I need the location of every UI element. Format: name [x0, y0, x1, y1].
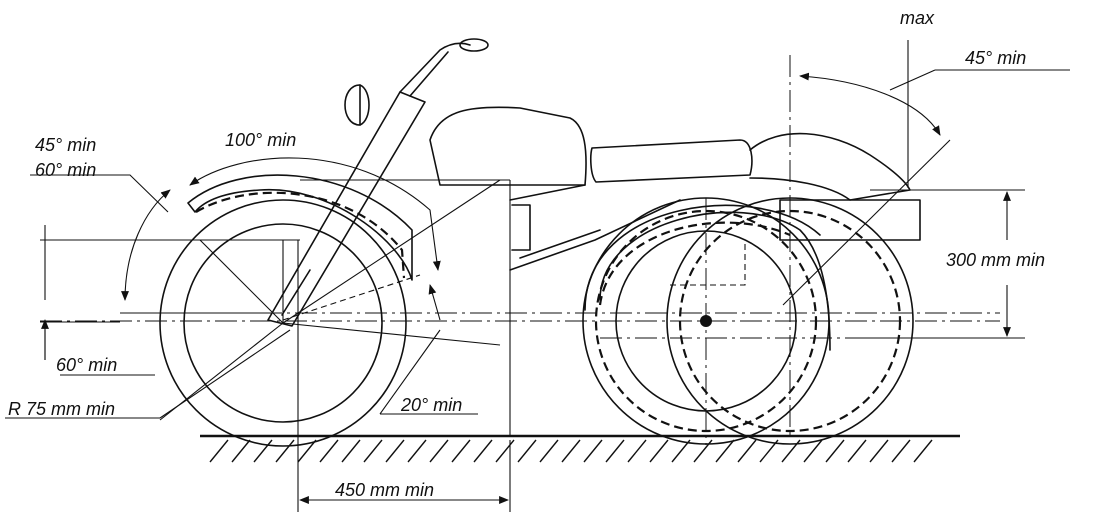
ground-hatch	[913, 439, 933, 463]
label-angle-45-left: 45° min	[35, 135, 96, 155]
ground-hatch	[715, 439, 735, 463]
headlight	[344, 84, 370, 126]
label-angle-60-bottom: 60° min	[56, 355, 117, 375]
dimension-450mm	[297, 240, 511, 512]
centre-lines	[40, 50, 1000, 445]
label-max: max	[900, 8, 935, 28]
label-angle-45-top: 45° min	[965, 48, 1026, 68]
angle-arcs-top	[189, 157, 478, 415]
label-length-450: 450 mm min	[335, 480, 434, 500]
ground-hatch	[297, 439, 317, 463]
seat	[590, 139, 753, 183]
radius-leader	[5, 329, 291, 419]
label-radius-75: R 75 mm min	[8, 399, 115, 419]
ground-hatch	[341, 439, 361, 463]
ground-hatch	[561, 439, 581, 463]
angle-arcs-left	[30, 174, 300, 376]
ground-hatch	[847, 439, 867, 463]
ground-hatch	[737, 439, 757, 463]
label-height-300: 300 mm min	[946, 250, 1045, 270]
ground-hatch	[583, 439, 603, 463]
ground-hatch	[649, 439, 669, 463]
ground-hatch	[275, 439, 295, 463]
ground-hatch	[319, 439, 339, 463]
ground-hatch	[891, 439, 911, 463]
front-fork	[267, 38, 489, 327]
ground-hatch	[627, 439, 647, 463]
ground-hatch	[209, 439, 229, 463]
angle-arc-top-right	[799, 40, 1070, 136]
ground-hatch	[429, 439, 449, 463]
ground-hatch	[451, 439, 471, 463]
ground-hatch	[385, 439, 405, 463]
ground-hatch	[671, 439, 691, 463]
ground-hatch	[539, 439, 559, 463]
ground-hatch	[473, 439, 493, 463]
ground-hatch	[253, 439, 273, 463]
ground-hatch	[363, 439, 383, 463]
ground	[200, 434, 960, 463]
ground-hatch	[407, 439, 427, 463]
ground-hatch	[517, 439, 537, 463]
label-angle-20: 20° min	[400, 395, 462, 415]
ground-hatch	[231, 439, 251, 463]
ground-hatch	[825, 439, 845, 463]
ground-hatch	[605, 439, 625, 463]
ground-hatch	[495, 439, 515, 463]
label-angle-60-left: 60° min	[35, 160, 96, 180]
dimension-300mm	[850, 189, 1025, 339]
fuel-tank	[429, 106, 587, 186]
ground-hatch	[869, 439, 889, 463]
rear-fender	[584, 132, 921, 351]
ground-hatch	[803, 439, 823, 463]
label-angle-100: 100° min	[225, 130, 296, 150]
